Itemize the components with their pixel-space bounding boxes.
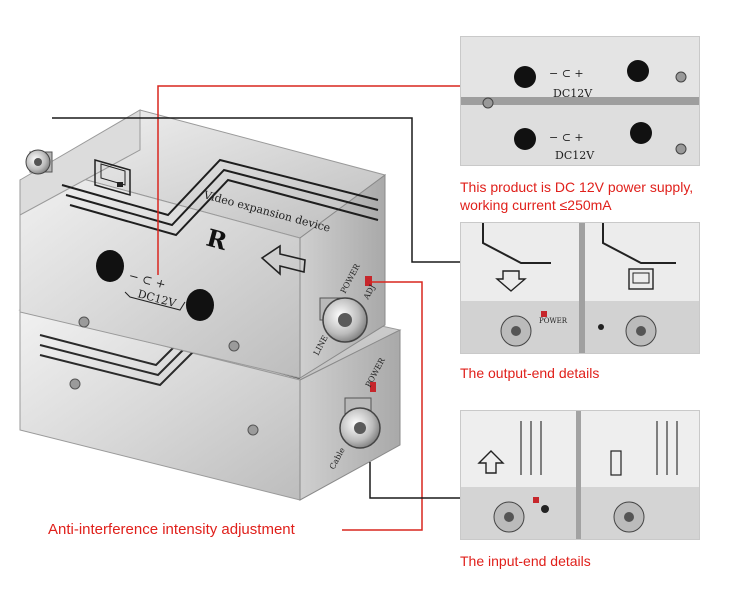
output-end-photo: POWER (460, 222, 700, 354)
upper-unit: Video expansion device R − ⊂ + DC12V POW… (19, 109, 387, 379)
power-label-output: POWER (539, 317, 568, 325)
monitor-icon-detail (628, 268, 654, 290)
arrow-up-icon (477, 450, 505, 474)
input-end-caption: The input-end details (460, 553, 591, 569)
anti-interference-caption: Anti-interference intensity adjustment (48, 521, 295, 538)
power-supply-caption: This product is DC 12V power supply, (460, 179, 694, 195)
callout-lines (52, 85, 462, 531)
power-detail-photo: − ⊂ + DC12V − ⊂ + DC12V (460, 36, 700, 166)
svg-text:− ⊂ +: − ⊂ + (549, 67, 584, 80)
input-end-photo (460, 410, 700, 540)
output-end-caption: The output-end details (460, 365, 600, 381)
svg-text:− ⊂ +: − ⊂ + (549, 131, 584, 144)
arrow-down-icon (495, 270, 527, 292)
monitor-icon (94, 159, 131, 196)
working-current-caption: working current ≤250mA (460, 197, 612, 213)
arrow-left-icon (260, 244, 306, 276)
dc12v-detail-label-top: DC12V (553, 87, 593, 100)
dc12v-detail-label-bottom: DC12V (555, 149, 595, 162)
